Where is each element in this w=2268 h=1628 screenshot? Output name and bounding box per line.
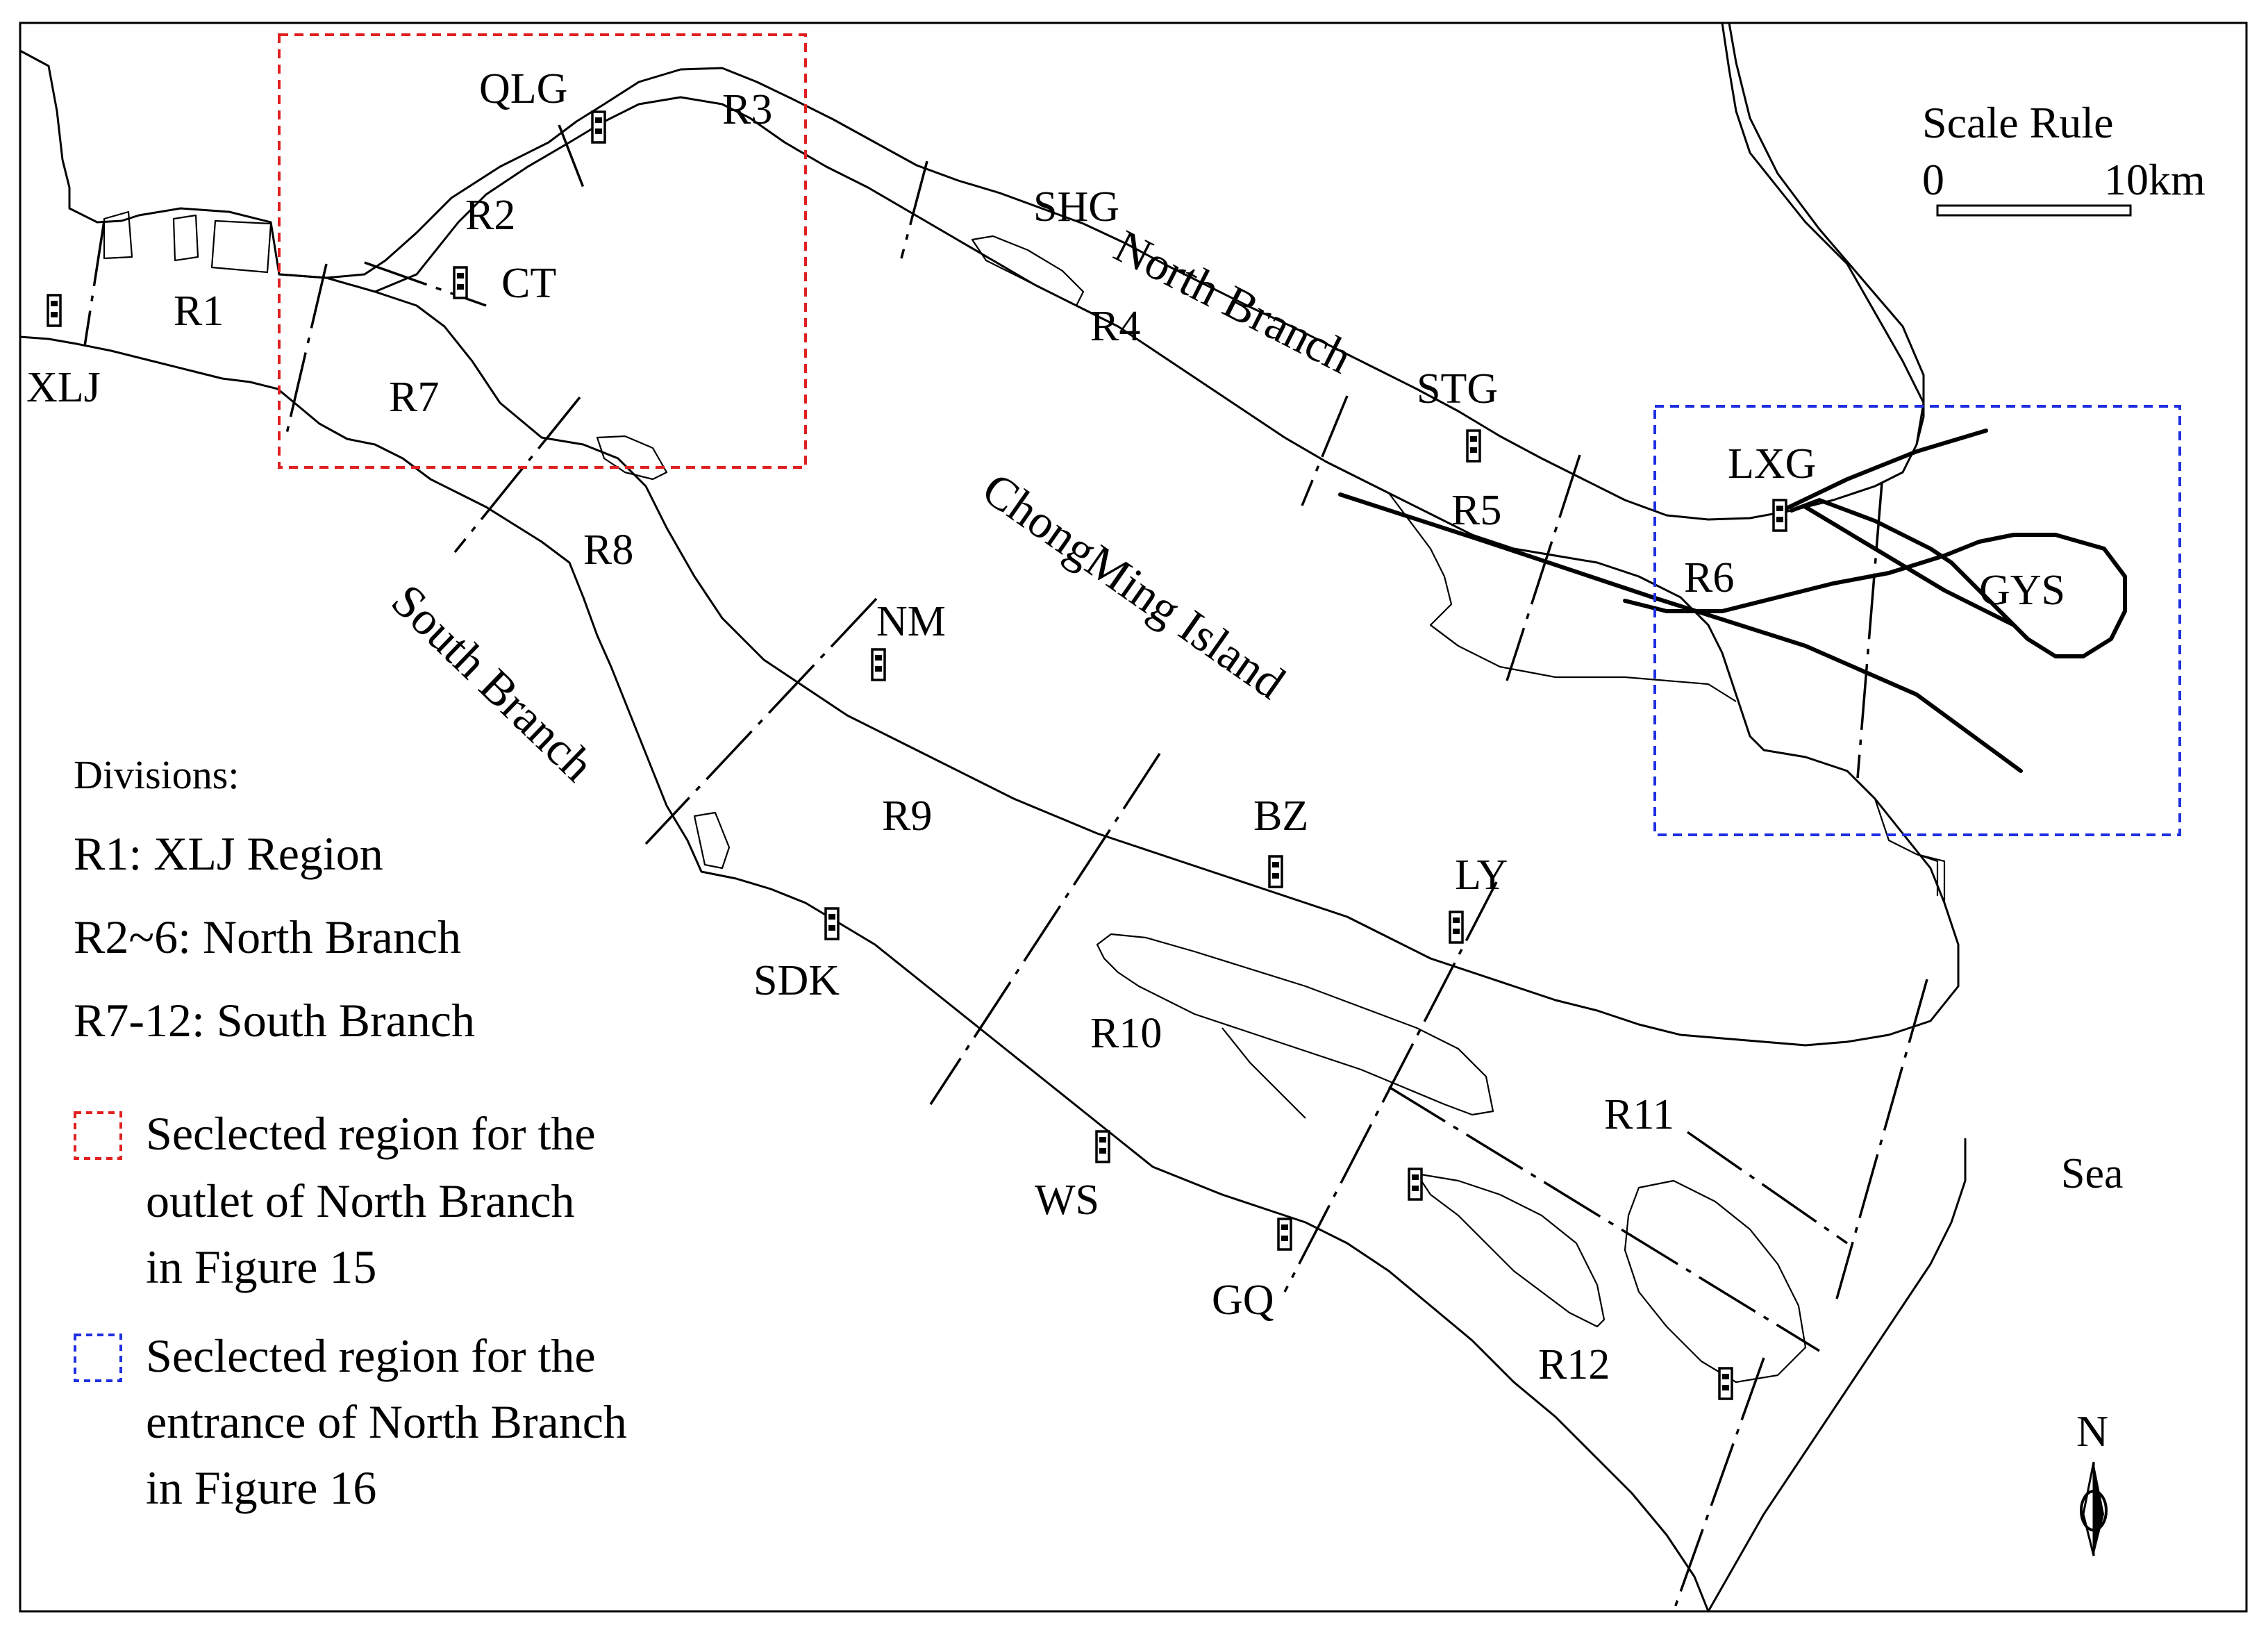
region-label-r4: R4 bbox=[1090, 303, 1140, 350]
division-r12-south bbox=[1672, 1357, 1765, 1612]
gauge-marker-ly bbox=[1449, 911, 1464, 944]
station-label-lxg: LXG bbox=[1728, 440, 1816, 488]
division-r1-r7 bbox=[285, 263, 328, 437]
legend-division-r1: R1: XLJ Region bbox=[74, 827, 383, 880]
region-labels: R1 R2 R3 R4 R5 R6 R7 R8 R9 R10 R11 R12 bbox=[174, 86, 1734, 1388]
place-label-north-branch: North Branch bbox=[1106, 219, 1360, 384]
scale-start-label: 0 bbox=[1922, 155, 1944, 204]
r1-structures bbox=[103, 210, 272, 274]
entrance-selection-box bbox=[1653, 405, 2181, 836]
legend-red-line2: outlet of North Branch bbox=[146, 1174, 575, 1227]
station-label-shg: SHG bbox=[1033, 183, 1119, 231]
legend-red-line3: in Figure 15 bbox=[146, 1240, 376, 1293]
place-label-south-branch: South Branch bbox=[382, 574, 604, 791]
division-r11-coast bbox=[1687, 1131, 1848, 1245]
division-r2-r3 bbox=[558, 124, 585, 188]
station-label-bz: BZ bbox=[1253, 792, 1308, 840]
dyke-lines bbox=[1338, 429, 2127, 773]
station-label-ws: WS bbox=[1035, 1177, 1099, 1224]
gauge-marker-gq bbox=[1277, 1218, 1292, 1251]
legend-red-line1: Seclected region for the bbox=[146, 1107, 596, 1160]
legend: Divisions: R1: XLJ Region R2~6: North Br… bbox=[74, 752, 627, 1514]
division-r8-r9 bbox=[644, 597, 878, 845]
legend-blue-line1: Seclected region for the bbox=[146, 1329, 596, 1382]
place-names: North Branch South Branch ChongMing Isla… bbox=[382, 219, 2124, 1197]
region-label-r3: R3 bbox=[722, 86, 772, 133]
region-label-r1: R1 bbox=[174, 288, 224, 335]
legend-blue-line2: entrance of North Branch bbox=[146, 1395, 627, 1448]
region-label-r7: R7 bbox=[389, 374, 439, 421]
region-label-r12: R12 bbox=[1538, 1341, 1610, 1388]
station-label-ly: LY bbox=[1455, 852, 1508, 899]
scale-bar-rule bbox=[1936, 204, 2132, 217]
division-r9-r10 bbox=[929, 753, 1161, 1105]
legend-divisions-title: Divisions: bbox=[74, 752, 240, 797]
north-arrow-label: N bbox=[2076, 1406, 2108, 1456]
legend-blue-swatch bbox=[74, 1334, 122, 1382]
gauge-marker-lxg bbox=[1772, 499, 1787, 532]
station-label-gys: GYS bbox=[1979, 567, 2065, 614]
gauge-stations bbox=[47, 110, 1787, 1400]
north-arrow: N bbox=[2076, 1406, 2108, 1556]
region-label-r11: R11 bbox=[1604, 1091, 1674, 1138]
gauge-marker-sdk bbox=[824, 907, 840, 940]
station-label-gq: GQ bbox=[1212, 1277, 1274, 1324]
station-labels: XLJ QLG CT SHG STG LXG GYS NM BZ LY SDK … bbox=[26, 65, 2065, 1324]
place-label-chongming-island: ChongMing Island bbox=[973, 462, 1294, 709]
division-r7-r8 bbox=[453, 396, 581, 554]
scale-end-label: 10km bbox=[2104, 155, 2206, 204]
north-arrow-icon bbox=[2080, 1461, 2108, 1556]
legend-blue-line3: in Figure 16 bbox=[146, 1461, 376, 1514]
gauge-marker-r12-gauge bbox=[1408, 1168, 1423, 1201]
map-frame bbox=[19, 22, 2248, 1613]
station-label-ct: CT bbox=[501, 260, 556, 307]
division-r3-r4 bbox=[900, 160, 928, 259]
legend-red-swatch bbox=[74, 1111, 122, 1160]
gauge-marker-bz bbox=[1268, 855, 1283, 888]
division-lines bbox=[83, 124, 1928, 1612]
gauge-marker-nm bbox=[871, 648, 886, 681]
coastlines bbox=[19, 22, 1967, 1613]
region-label-r10: R10 bbox=[1090, 1010, 1162, 1057]
division-r11-r12 bbox=[1388, 1086, 1820, 1352]
station-label-nm: NM bbox=[876, 598, 946, 645]
scale-bar: Scale Rule 0 10km bbox=[1922, 98, 2206, 217]
station-label-xlj: XLJ bbox=[26, 364, 101, 411]
legend-division-south: R7-12: South Branch bbox=[74, 994, 475, 1047]
gauge-marker-xlj bbox=[47, 294, 62, 327]
region-label-r8: R8 bbox=[583, 526, 633, 574]
legend-division-north: R2~6: North Branch bbox=[74, 911, 461, 963]
gauge-marker-ct bbox=[453, 266, 468, 299]
station-label-sdk: SDK bbox=[753, 957, 840, 1004]
region-label-r2: R2 bbox=[465, 192, 515, 239]
gauge-marker-r12-south-gauge bbox=[1718, 1367, 1733, 1400]
division-r5-r6 bbox=[1506, 454, 1581, 681]
division-r6-east bbox=[1856, 482, 1883, 779]
gauge-marker-stg bbox=[1466, 429, 1481, 463]
region-label-r5: R5 bbox=[1451, 487, 1501, 534]
division-r4-r5 bbox=[1301, 395, 1349, 506]
station-label-qlg: QLG bbox=[479, 65, 567, 113]
place-label-sea: Sea bbox=[2061, 1150, 2124, 1197]
station-label-stg: STG bbox=[1417, 365, 1498, 413]
gauge-marker-qlg bbox=[591, 110, 606, 144]
gauge-marker-ws bbox=[1095, 1130, 1110, 1163]
region-label-r9: R9 bbox=[882, 792, 932, 840]
scale-title: Scale Rule bbox=[1922, 98, 2113, 147]
region-label-r6: R6 bbox=[1684, 554, 1734, 601]
division-r1-west bbox=[83, 220, 106, 347]
division-r11-sea bbox=[1835, 979, 1928, 1299]
outlet-selection-box bbox=[278, 33, 807, 469]
